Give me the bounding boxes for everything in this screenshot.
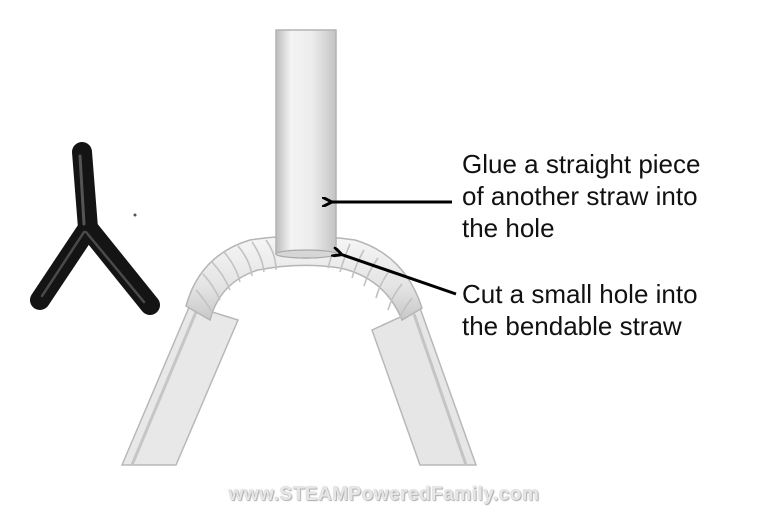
bendable-straw [120,235,478,466]
cut-instruction: Cut a small hole into the bendable straw [462,278,698,342]
glue-instruction: Glue a straight piece of another straw i… [462,148,700,244]
watermark: www.STEAMPoweredFamily.com [228,484,540,505]
glue-line-3: the hole [462,213,555,243]
glue-line-1: Glue a straight piece [462,149,701,179]
straight-straw [275,29,337,259]
cut-line-1: Cut a small hole into [462,279,698,309]
glue-line-2: of another straw into [462,181,698,211]
black-y-connector-icon [30,142,160,315]
arrow-cut [340,254,457,296]
cut-line-2: the bendable straw [462,311,682,341]
